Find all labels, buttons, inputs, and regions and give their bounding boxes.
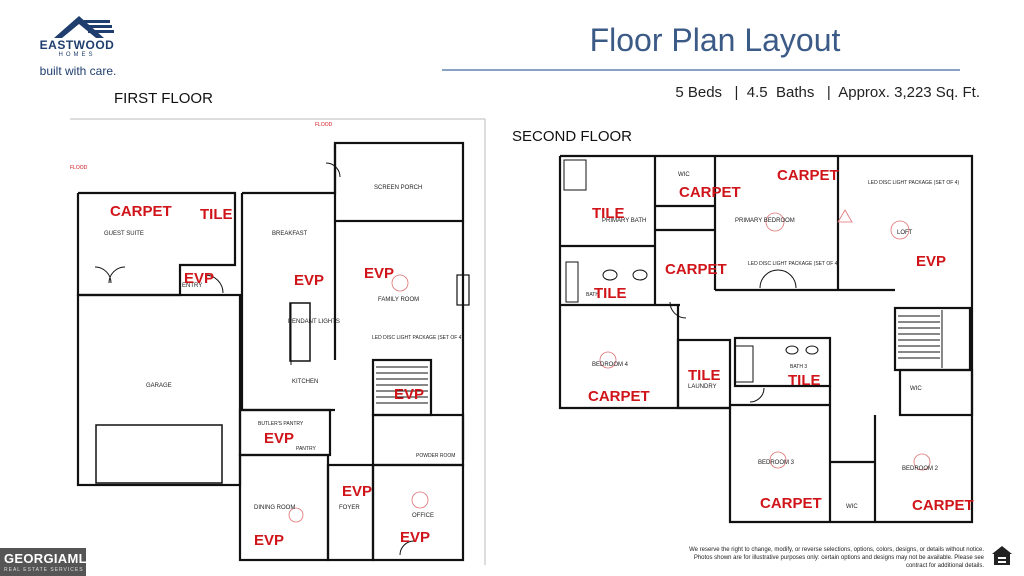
room-foyer: FOYER (339, 505, 360, 511)
finish-evp-foyer: EVP (342, 483, 372, 500)
room-primary-bath: PRIMARY BATH (602, 218, 646, 224)
finish-tile-lower: TILE (594, 285, 627, 302)
house-roof-logo-icon (54, 16, 114, 38)
mls-name: GEORGIAMLS (4, 551, 96, 566)
note-flood-top: FLOOD (315, 122, 333, 128)
brand-sub: HOMES (58, 52, 96, 58)
room-butlers-pantry: BUTLER'S PANTRY (258, 421, 304, 427)
brand-name: EASTWOOD (39, 38, 115, 52)
note-led-package-primary: LED DISC LIGHT PACKAGE (SET OF 4) (748, 261, 839, 267)
finish-evp-kitchen: EVP (294, 272, 324, 289)
disclaimer-line-3: contract for additional details. (905, 563, 984, 569)
finish-evp-dining: EVP (254, 532, 284, 549)
mls-sub: REAL ESTATE SERVICES (4, 567, 84, 573)
finish-tile-laundry: TILE (688, 367, 721, 384)
finish-evp-butler: EVP (264, 430, 294, 447)
room-bath-3: BATH 3 (790, 364, 807, 370)
finish-evp-loft: EVP (916, 253, 946, 270)
room-wic-lower: WIC (846, 504, 858, 510)
note-led-package-loft: LED DISC LIGHT PACKAGE (SET OF 4) (868, 180, 959, 186)
note-flood-left: FLOOD (70, 165, 88, 171)
finish-carpet-primary: CARPET (777, 167, 839, 184)
room-breakfast: BREAKFAST (272, 231, 308, 237)
room-primary-bedroom: PRIMARY BEDROOM (735, 218, 795, 224)
room-loft: LOFT (897, 230, 913, 236)
room-entry: ENTRY (182, 283, 202, 289)
room-bedroom-3: BEDROOM 3 (758, 460, 795, 466)
note-led-package: LED DISC LIGHT PACKAGE (SET OF 4) (372, 335, 463, 341)
second-floor-label: SECOND FLOOR (512, 128, 633, 145)
room-screen-porch: SCREEN PORCH (374, 185, 422, 191)
disclaimer: We reserve the right to change, modify, … (636, 546, 984, 570)
georgia-mls-badge: GEORGIAMLS REAL ESTATE SERVICES (0, 548, 96, 576)
finish-tile-bath: TILE (200, 206, 233, 223)
disclaimer-line-1: We reserve the right to change, modify, … (689, 547, 984, 553)
note-pendant-lights: PENDANT LIGHTS (288, 319, 340, 325)
room-pantry: PANTRY (296, 446, 316, 452)
disclaimer-line-2: Photos shown are for illustrative purpos… (693, 555, 984, 561)
finish-tile-primary-bath: TILE (592, 205, 625, 222)
room-garage: GARAGE (146, 383, 172, 389)
finish-carpet-bedroom-2: CARPET (912, 497, 974, 514)
finish-carpet-bedroom-4: CARPET (588, 388, 650, 405)
finish-carpet-wic: CARPET (679, 184, 741, 201)
title-divider (442, 69, 960, 71)
room-laundry: LAUNDRY (688, 384, 717, 390)
room-bedroom-4: BEDROOM 4 (592, 362, 629, 368)
room-kitchen: KITCHEN (292, 379, 318, 385)
equal-housing-icon (992, 546, 1012, 565)
finish-evp-family: EVP (364, 265, 394, 282)
brand-logo: EASTWOOD HOMES built with care. (34, 14, 124, 82)
finish-carpet-bedroom-3: CARPET (760, 495, 822, 512)
room-family-room: FAMILY ROOM (378, 297, 419, 303)
finish-evp-stairs: EVP (394, 386, 424, 403)
room-guest-suite: GUEST SUITE (104, 231, 144, 237)
finish-tile-bath-3: TILE (788, 372, 821, 389)
second-floor-plan: WIC PRIMARY BATH PRIMARY BEDROOM LED DIS… (558, 154, 974, 524)
home-specs: 5 Beds | 4.5 Baths | Approx. 3,223 Sq. F… (675, 84, 980, 101)
finish-carpet-guest: CARPET (110, 203, 172, 220)
finish-evp-entry: EVP (184, 270, 214, 287)
first-floor-plan: SCREEN PORCH GUEST SUITE BREAKFAST ENTRY… (70, 118, 486, 565)
page-title: Floor Plan Layout (589, 22, 841, 58)
room-wic-right: WIC (910, 386, 922, 392)
finish-evp-office: EVP (400, 529, 430, 546)
room-dining-room: DINING ROOM (254, 505, 295, 511)
finish-carpet-mid: CARPET (665, 261, 727, 278)
first-floor-label: FIRST FLOOR (114, 90, 213, 107)
room-wic-primary: WIC (678, 172, 690, 178)
room-bedroom-2: BEDROOM 2 (902, 466, 939, 472)
room-office: OFFICE (412, 513, 434, 519)
room-bath: BATH (586, 292, 599, 298)
room-powder-room: POWDER ROOM (416, 453, 455, 459)
brand-tagline: built with care. (39, 64, 117, 78)
